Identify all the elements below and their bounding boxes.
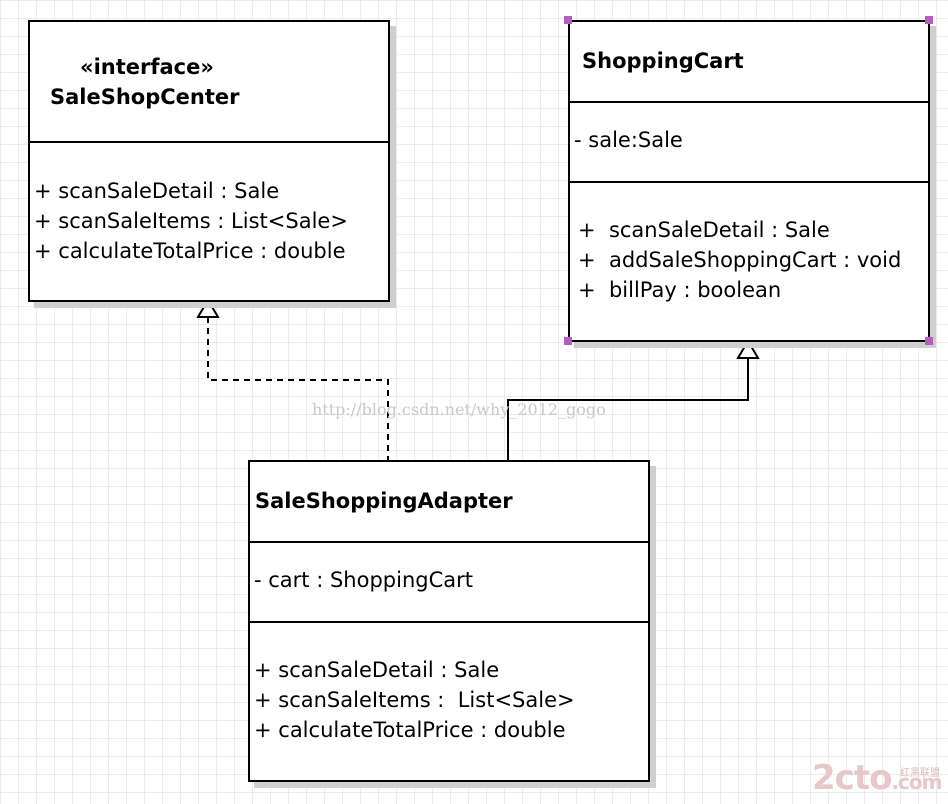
site-logo: 2cto.com: [812, 758, 942, 798]
method-line: + addSaleShoppingCart : void: [578, 248, 902, 272]
interface-class-name: SaleShopCenter: [50, 85, 240, 109]
cart-attributes-section: - sale:Sale: [570, 103, 928, 183]
adapter-class-name: SaleShoppingAdapter: [255, 489, 513, 513]
cart-methods-section: + scanSaleDetail : Sale + addSaleShoppin…: [570, 183, 928, 340]
method-line: + scanSaleDetail : Sale: [578, 218, 830, 242]
method-line: + scanSaleDetail : Sale: [34, 179, 280, 203]
shopping-cart-class-box[interactable]: ShoppingCart - sale:Sale + scanSaleDetai…: [568, 20, 930, 342]
selection-handle-bottom-right[interactable]: [925, 337, 933, 345]
method-line: + calculateTotalPrice : double: [254, 718, 566, 742]
selection-handle-top-left[interactable]: [564, 16, 572, 24]
cart-class-header: ShoppingCart: [570, 22, 928, 103]
interface-class-header: «interface» SaleShopCenter: [30, 22, 388, 143]
adapter-attributes-section: - cart : ShoppingCart: [250, 543, 648, 623]
generalization-arrowhead: [736, 339, 760, 359]
method-line: + calculateTotalPrice : double: [34, 239, 346, 263]
logo-domain: .com: [891, 770, 942, 794]
attribute-line: - cart : ShoppingCart: [254, 568, 473, 592]
attribute-line: - sale:Sale: [574, 128, 683, 152]
method-line: + scanSaleItems : List<Sale>: [34, 209, 348, 233]
realization-arrowhead: [196, 298, 220, 318]
interface-class-box[interactable]: «interface» SaleShopCenter + scanSaleDet…: [28, 20, 390, 302]
method-line: + scanSaleItems : List<Sale>: [254, 688, 575, 712]
watermark-url: http://blog.csdn.net/why_2012_gogo: [312, 400, 606, 419]
selection-handle-bottom-left[interactable]: [564, 337, 572, 345]
selection-handle-top-right[interactable]: [925, 16, 933, 24]
logo-subtitle: 红黑联盟: [900, 768, 940, 779]
generalization-line: [507, 358, 749, 462]
adapter-methods-section: + scanSaleDetail : Sale + scanSaleItems …: [250, 623, 648, 780]
interface-stereotype: «interface»: [80, 55, 214, 79]
method-line: + scanSaleDetail : Sale: [254, 658, 500, 682]
realization-line: [207, 317, 389, 462]
cart-class-name: ShoppingCart: [582, 49, 744, 73]
adapter-class-box[interactable]: SaleShoppingAdapter - cart : ShoppingCar…: [248, 460, 650, 782]
adapter-class-header: SaleShoppingAdapter: [250, 462, 648, 543]
method-line: + billPay : boolean: [578, 278, 782, 302]
logo-text: 2cto: [812, 758, 892, 798]
interface-methods-section: + scanSaleDetail : Sale + scanSaleItems …: [30, 143, 388, 300]
